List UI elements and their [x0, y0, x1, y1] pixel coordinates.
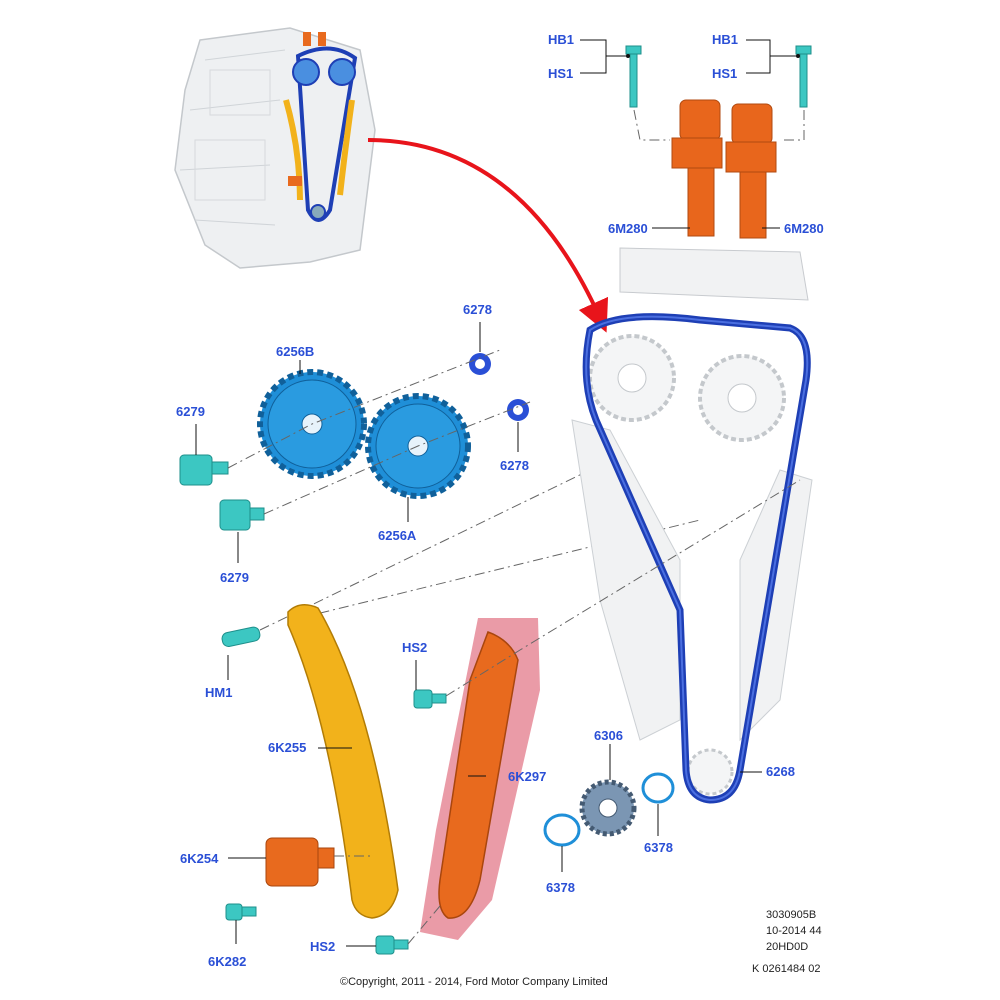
label-6256a: 6256A: [378, 528, 417, 543]
label-hs2-bottom: HS2: [310, 939, 335, 954]
cam-sprockets: [179, 353, 529, 531]
label-6306: 6306: [594, 728, 623, 743]
label-6m280-right: 6M280: [784, 221, 824, 236]
label-6m280-left: 6M280: [608, 221, 648, 236]
engine-block-icon: [174, 27, 376, 269]
timing-chain-assembly: [571, 313, 813, 804]
oil-control-solenoids: [619, 45, 812, 301]
label-6278-bottom: 6278: [500, 458, 529, 473]
label-hs1-left: HS1: [548, 66, 573, 81]
crank-sprocket: [543, 772, 675, 847]
label-6378-right: 6378: [644, 840, 673, 855]
label-6k255: 6K255: [268, 740, 306, 755]
label-6k297: 6K297: [508, 769, 546, 784]
label-hb1-right: HB1: [712, 32, 738, 47]
red-curved-arrow-icon: [367, 138, 609, 333]
label-hb1-left: HB1: [548, 32, 574, 47]
label-6278-top: 6278: [463, 302, 492, 317]
label-6268: 6268: [766, 764, 795, 779]
label-6279-top: 6279: [176, 404, 205, 419]
label-hs1-right: HS1: [712, 66, 737, 81]
chain-guides: [221, 604, 540, 955]
label-6k282: 6K282: [208, 954, 246, 969]
ref-line-2: 10-2014 44: [766, 925, 822, 937]
ref-line-1: 3030905B: [766, 909, 816, 921]
label-6378-left: 6378: [546, 880, 575, 895]
ref-line-3: 20HD0D: [766, 941, 808, 953]
label-hm1: HM1: [205, 685, 232, 700]
label-6k254: 6K254: [180, 851, 219, 866]
label-6279-bottom: 6279: [220, 570, 249, 585]
copyright-notice: ©Copyright, 2011 - 2014, Ford Motor Comp…: [340, 976, 608, 988]
label-6256b: 6256B: [276, 344, 314, 359]
label-hs2-top: HS2: [402, 640, 427, 655]
ref-line-4: K 0261484 02: [752, 963, 821, 975]
